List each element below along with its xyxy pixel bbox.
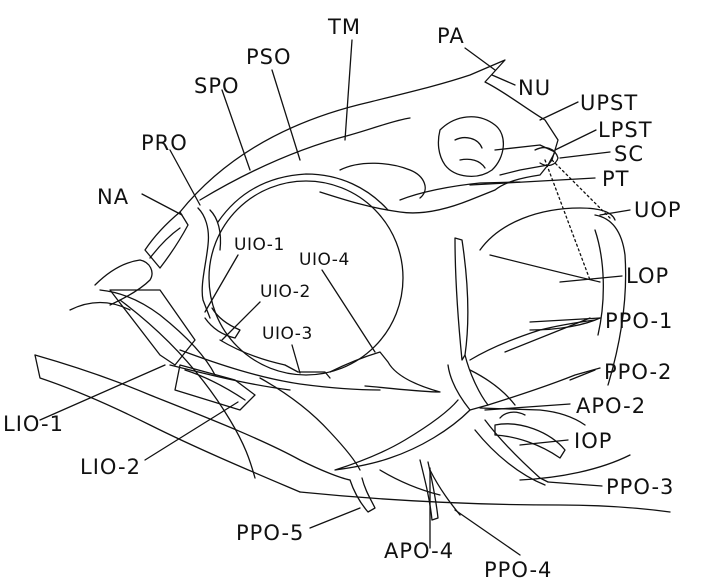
label-ppo3: PPO-3 <box>606 476 674 498</box>
leader-ppo3 <box>548 482 602 486</box>
label-apo4: APO-4 <box>384 540 454 562</box>
label-lpst: LPST <box>598 119 653 141</box>
preopercle-corner <box>448 355 488 410</box>
label-lio1: LIO-1 <box>3 413 64 435</box>
leader-pt <box>470 178 595 185</box>
leader-nu <box>492 75 515 85</box>
label-uio4: UIO-4 <box>299 251 350 269</box>
label-upst: UPST <box>580 92 638 114</box>
ppo-5-spine <box>350 478 375 512</box>
uio-3-bone <box>285 365 330 378</box>
leader-lio2 <box>145 402 238 460</box>
upper-posttemporal-detail <box>455 138 485 168</box>
label-spo: SPO <box>194 75 240 97</box>
leader-uio2 <box>222 302 260 340</box>
nasal-bone-inner <box>150 228 180 258</box>
label-ppo2: PPO-2 <box>604 361 672 383</box>
leader-pro <box>170 150 200 205</box>
premaxilla <box>95 260 152 305</box>
opercle-lower <box>505 318 590 352</box>
leader-pso <box>272 70 300 160</box>
leader-uio4 <box>322 270 375 352</box>
label-apo2: APO-2 <box>576 395 646 417</box>
preopercle-ppo3-lower <box>475 430 545 485</box>
leader-upst <box>540 102 578 120</box>
preopercle-upper-spine <box>455 238 468 360</box>
label-ppo4: PPO-4 <box>484 559 552 581</box>
leader-tm <box>345 40 352 140</box>
uio-1-bone <box>205 308 240 338</box>
label-ppo1: PPO-1 <box>605 310 673 332</box>
leader-pa <box>465 48 495 70</box>
label-pt: PT <box>602 168 630 190</box>
leader-iop <box>520 440 568 445</box>
prefrontal <box>198 208 210 318</box>
label-sc: SC <box>614 143 644 165</box>
leader-na <box>142 194 182 215</box>
maxilla <box>100 290 215 375</box>
leader-ppo5 <box>310 508 360 528</box>
label-uio3: UIO-3 <box>262 325 313 343</box>
pterotic-lower <box>400 182 520 200</box>
label-nu: NU <box>518 77 551 99</box>
upper-posttemporal <box>438 117 503 177</box>
suborbital-shelf <box>180 350 380 390</box>
dotted-line-1 <box>545 160 590 280</box>
label-tm: TM <box>328 16 361 38</box>
label-iop: IOP <box>574 430 612 452</box>
apo-2-arm <box>480 408 585 425</box>
label-uio2: UIO-2 <box>260 283 311 301</box>
label-pro: PRO <box>141 132 188 154</box>
leader-ppo4 <box>455 510 520 555</box>
preopercle-lower-arm <box>335 400 470 470</box>
opercle-upper <box>480 208 615 250</box>
label-lop: LOP <box>626 265 669 287</box>
label-pa: PA <box>437 25 465 47</box>
label-pso: PSO <box>246 46 292 68</box>
label-uop: UOP <box>634 199 682 221</box>
label-ppo5: PPO-5 <box>236 522 304 544</box>
articular <box>260 378 360 470</box>
leader-lop <box>560 276 622 282</box>
leader-sc <box>560 152 610 158</box>
label-lio2: LIO-2 <box>80 456 141 478</box>
leader-spo <box>222 90 250 170</box>
skull-inner-ridge <box>200 118 410 200</box>
interopercle-inner <box>500 412 525 418</box>
uio-4-spine <box>330 352 440 392</box>
lower-posttemporal <box>495 145 555 175</box>
label-na: NA <box>97 186 129 208</box>
opercle-mid <box>490 255 600 282</box>
label-uio1: UIO-1 <box>234 236 285 254</box>
orbit <box>209 181 403 375</box>
leader-lpst <box>555 130 596 150</box>
